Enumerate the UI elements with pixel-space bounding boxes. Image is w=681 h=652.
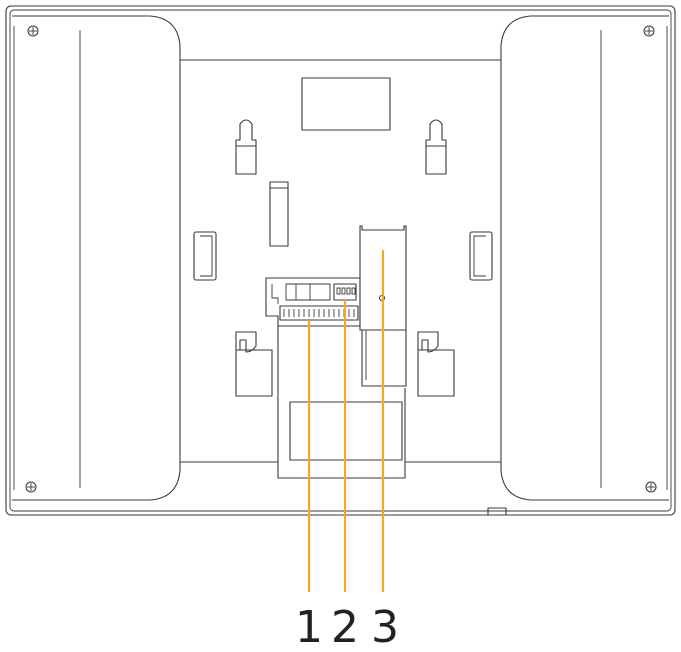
callout-label-1: 1 xyxy=(295,602,323,652)
callout-label-2: 2 xyxy=(331,602,359,652)
corner-screws xyxy=(25,25,657,493)
screw-top-left xyxy=(27,25,39,37)
side-latch-right xyxy=(469,231,493,281)
center-recess xyxy=(180,59,501,463)
mounting-hook-upper-right xyxy=(425,119,447,175)
screw-bottom-left xyxy=(25,481,37,493)
side-latch-left xyxy=(193,231,217,281)
housing-outline xyxy=(5,5,676,516)
callout-label-3: 3 xyxy=(371,602,399,652)
label-plate-top xyxy=(301,77,391,131)
mounting-hook-lower-right xyxy=(417,331,455,397)
vertical-slot xyxy=(269,181,289,247)
mounting-hook-lower-left xyxy=(235,331,273,397)
small-connector-port xyxy=(333,283,357,301)
mounting-hook-upper-left xyxy=(235,119,257,175)
right-side-panel xyxy=(500,15,669,501)
left-side-panel xyxy=(12,15,181,501)
screw-bottom-right xyxy=(645,481,657,493)
bottom-clip xyxy=(487,507,507,515)
terminal-strip xyxy=(279,305,359,321)
screw-top-right xyxy=(643,25,655,37)
